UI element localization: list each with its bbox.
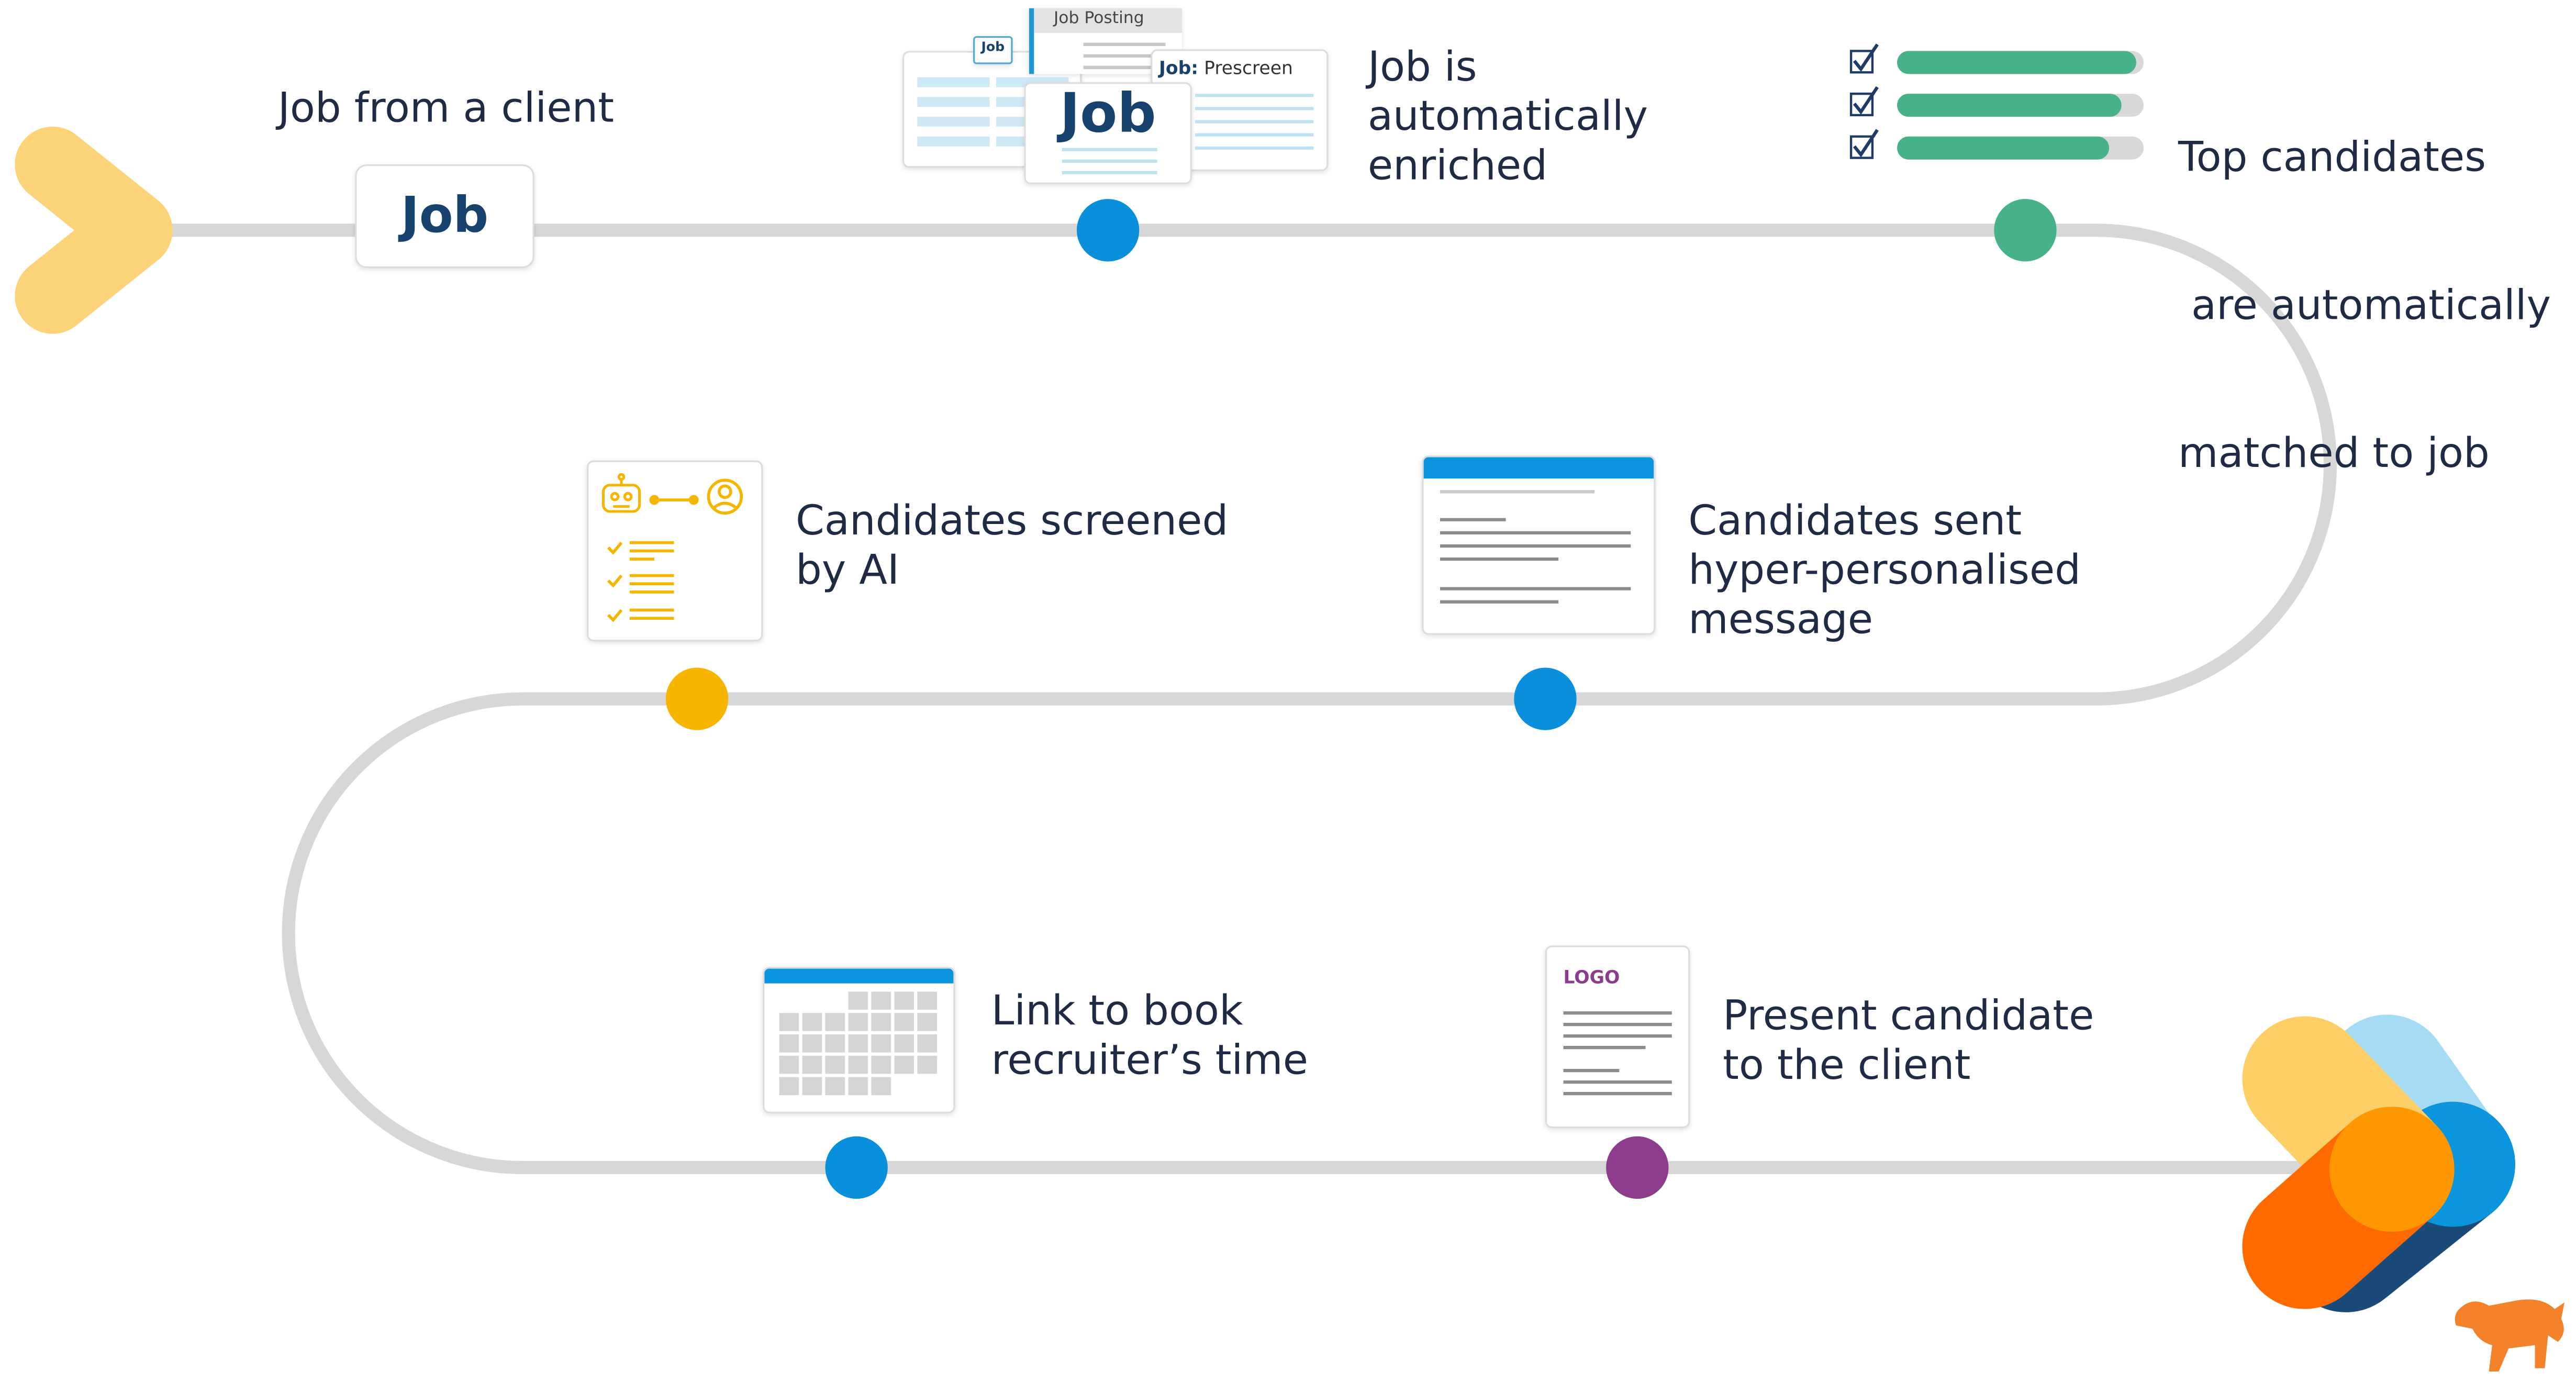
brand-logo-icon [2242,1014,2515,1312]
calendar-day-cell [848,991,868,1010]
calendar-day-cell [848,1034,868,1053]
checkmark-icon [1853,86,1879,115]
job-posting-tab-label: Job Posting [1053,9,1144,28]
calendar-day-cell [871,991,891,1010]
job-posting-tab: Job Posting [1029,8,1182,74]
job-enriched-front-card: Job [1024,80,1192,184]
calendar-icon [779,991,938,1096]
step-label-present-candidate: Present candidate to the client [1723,991,2094,1089]
calendar-day-cell [917,1013,938,1031]
calendar-card [763,967,955,1113]
calendar-day-cell [779,1077,799,1096]
calendar-day-cell [825,1013,845,1031]
calendar-day-cell [825,1034,845,1053]
match-bar-fill [1897,51,2136,74]
logo-label: LOGO [1563,967,1620,989]
job-card: Job [355,164,534,269]
calendar-day-cell [894,1055,915,1074]
bull-icon [2455,1299,2565,1372]
calendar-day-cell [848,1077,868,1096]
calendar-day-cell [802,1034,822,1053]
step-label-top-candidates: Top candidates are automatically matched… [2178,133,2551,477]
step-node-top-candidates [1994,199,2057,262]
calendar-day-cell [802,1055,822,1074]
match-checkbox-icon [1849,92,1874,117]
calendar-day-cell [779,1013,799,1031]
step-node-job-enriched [1076,199,1140,262]
job-prescreen-title: Job: Prescreen [1158,57,1293,79]
match-bars [1849,43,2144,160]
calendar-day-cell [917,1055,938,1074]
calendar-day-cell [871,1055,891,1074]
person-icon [707,478,743,515]
checkmark-icon [1853,129,1879,158]
calendar-day-cell [779,1034,799,1053]
calendar-day-cell [894,991,915,1010]
calendar-day-cell [848,1055,868,1074]
step-label-personalised-message: Candidates sent hyper-personalised messa… [1688,496,2081,643]
message-card [1422,455,1656,635]
calendar-day-cell [825,1077,845,1096]
step-label-job-from-client: Job from a client [277,84,615,132]
calendar-day-cell [917,991,938,1010]
profile-text-lines [1563,1011,1672,1096]
step-node-present-candidate [1606,1136,1669,1199]
connector-icon [649,495,699,505]
calendar-day-cell [894,1013,915,1031]
job-enriched-label: Job [1060,80,1156,145]
step-node-candidates-screened [665,667,729,730]
calendar-day-cell [871,1034,891,1053]
calendar-day-cell [917,1034,938,1053]
message-text-lines [1440,490,1631,604]
match-checkbox-icon [1849,135,1874,159]
step-label-book-time: Link to book recruiter’s time [991,986,1309,1084]
calendar-day-cell [871,1013,891,1031]
step-node-book-time [825,1136,888,1199]
calendar-day-cell [802,1013,822,1031]
step-node-personalised-message [1514,667,1577,730]
step-label-job-enriched: Job is automatically enriched [1367,42,1648,189]
match-bar-fill [1897,94,2122,117]
step-label-candidates-screened: Candidates screened by AI [795,496,1229,594]
calendar-day-cell [871,1077,891,1096]
ai-screening-card [587,460,763,642]
checklist-icon [607,541,674,622]
candidate-profile-card: LOGO [1545,945,1690,1129]
calendar-day-cell [779,1055,799,1074]
job-card-label: Job [400,187,489,246]
calendar-day-cell [848,1013,868,1031]
calendar-day-cell [802,1077,822,1096]
job-small-badge: Job [973,36,1013,64]
start-chevron-icon [15,126,173,334]
calendar-day-cell [894,1034,915,1053]
calendar-day-cell [825,1055,845,1074]
match-bar-fill [1897,136,2110,160]
match-checkbox-icon [1849,50,1874,74]
robot-icon [602,473,641,513]
checkmark-icon [1853,43,1879,72]
